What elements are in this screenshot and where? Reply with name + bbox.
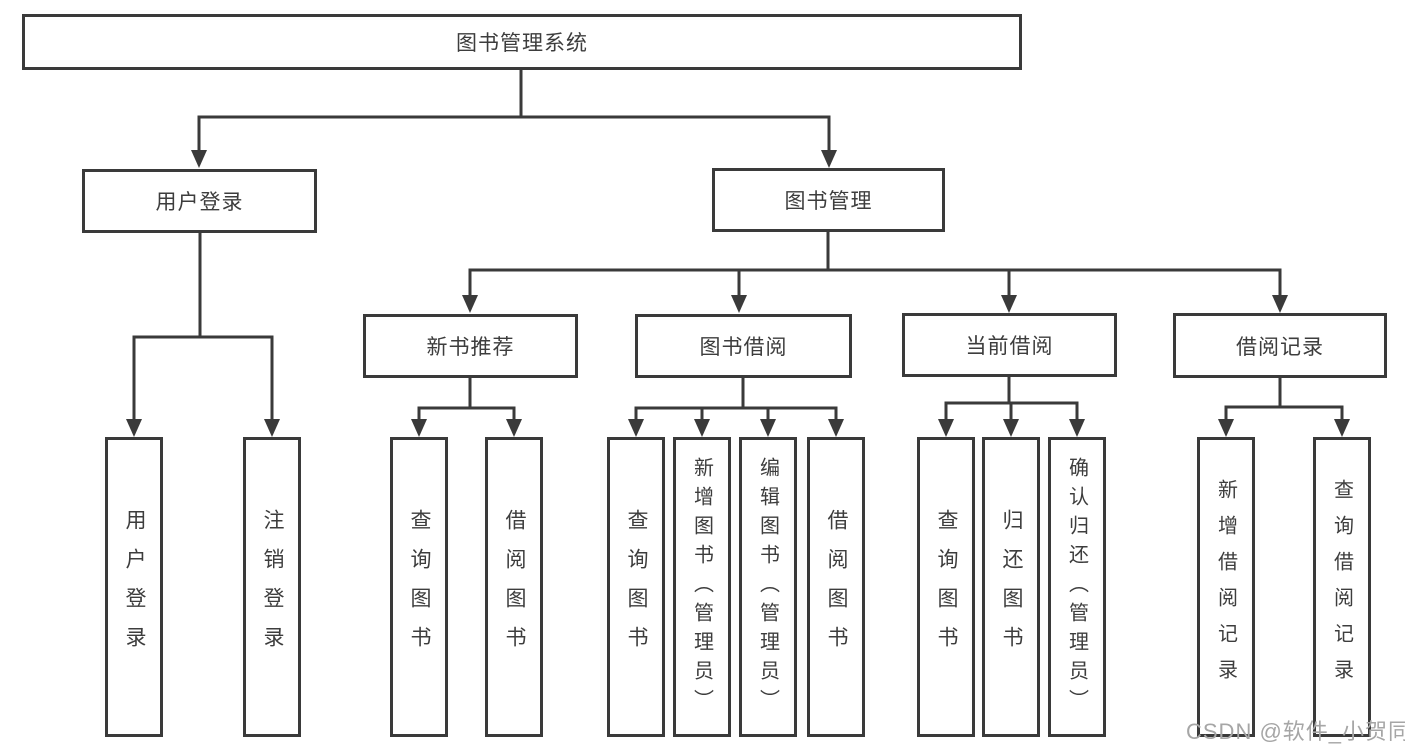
leaf-bb-query-books: 查询图书: [607, 437, 665, 737]
leaf-bb-add-books-admin: 新增图书（管理员）: [673, 437, 731, 737]
leaf-br-query-record: 查询借阅记录: [1313, 437, 1371, 737]
connector-current-borrow: [944, 375, 1079, 423]
leaf-bb-edit-books-admin: 编辑图书（管理员）: [739, 437, 797, 737]
node-user-login: 用户登录: [82, 169, 317, 233]
leaf-logout: 注销登录: [243, 437, 301, 737]
connector-book-borrow: [634, 376, 838, 423]
connector-user-login: [132, 230, 274, 423]
leaf-cb-return-books: 归还图书: [982, 437, 1040, 737]
leaf-cb-query-books: 查询图书: [917, 437, 975, 737]
connector-new-book-rec: [417, 376, 516, 423]
arrowheads: [126, 150, 1350, 437]
node-book-borrow: 图书借阅: [635, 314, 852, 378]
leaf-br-add-record: 新增借阅记录: [1197, 437, 1255, 737]
leaf-user-login: 用户登录: [105, 437, 163, 737]
leaf-nbr-query-books: 查询图书: [390, 437, 448, 737]
node-current-borrow: 当前借阅: [902, 313, 1117, 377]
connector-root: [197, 68, 831, 154]
node-new-book-rec: 新书推荐: [363, 314, 578, 378]
node-book-mgmt: 图书管理: [712, 168, 945, 232]
csdn-watermark: CSDN @软件_小贺同学: [1186, 719, 1405, 744]
leaf-cb-confirm-return-admin: 确认归还（管理员）: [1048, 437, 1106, 737]
node-borrow-records: 借阅记录: [1173, 313, 1387, 378]
connector-borrow-records: [1224, 376, 1344, 423]
node-root: 图书管理系统: [22, 14, 1022, 70]
connector-book-mgmt: [468, 230, 1282, 299]
leaf-nbr-borrow-books: 借阅图书: [485, 437, 543, 737]
leaf-bb-borrow-books: 借阅图书: [807, 437, 865, 737]
